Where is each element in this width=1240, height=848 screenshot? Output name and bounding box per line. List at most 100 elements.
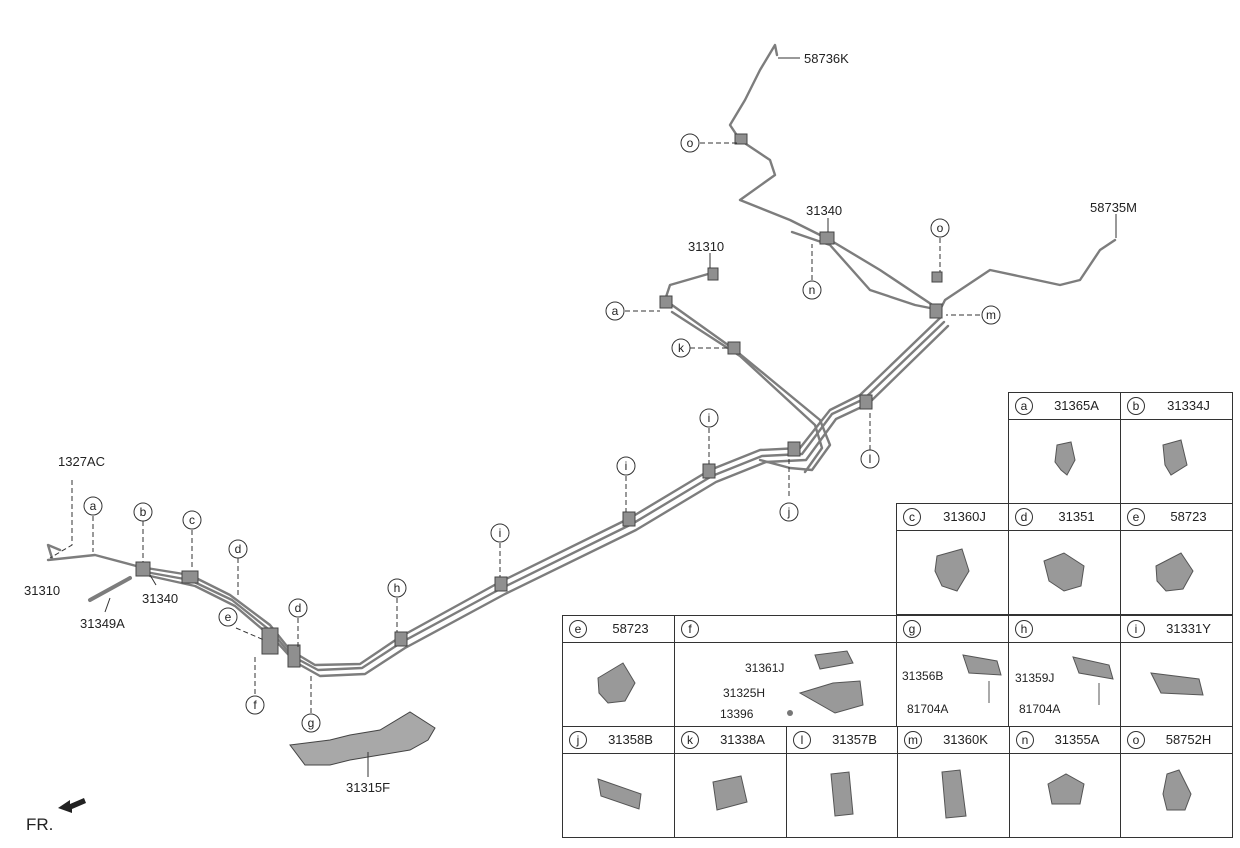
cell-header: g bbox=[897, 616, 1008, 643]
cell-part: 31360J bbox=[943, 509, 986, 524]
marker-d-2: d bbox=[295, 601, 302, 615]
clip-image bbox=[1121, 643, 1232, 726]
clip-image bbox=[563, 643, 674, 726]
cell-part: 31355A bbox=[1054, 732, 1100, 747]
cell-letter: f bbox=[681, 620, 699, 638]
marker-h: h bbox=[394, 581, 401, 595]
cell-letter: l bbox=[793, 731, 811, 749]
marker-c: c bbox=[189, 513, 195, 527]
clip-image bbox=[898, 754, 1009, 837]
cell-header: d 31351 bbox=[1009, 504, 1120, 531]
cell-letter: h bbox=[1015, 620, 1033, 638]
cell-part: 31331Y bbox=[1166, 621, 1211, 636]
callout-58736K: 58736K bbox=[804, 51, 849, 66]
pipe-clips bbox=[135, 133, 943, 668]
clip-assembly-image: 31359J 81704A bbox=[1009, 643, 1120, 726]
cell-part: 31365A bbox=[1054, 398, 1099, 413]
cell-header: c 31360J bbox=[897, 504, 1008, 531]
marker-i-2: i bbox=[625, 459, 628, 473]
cell-letter: m bbox=[904, 731, 922, 749]
marker-k: k bbox=[678, 341, 685, 355]
callout-31315F: 31315F bbox=[346, 780, 390, 795]
cell-letter: e bbox=[569, 620, 587, 638]
callout-31310-left: 31310 bbox=[24, 583, 60, 598]
marker-l: l bbox=[869, 452, 872, 466]
marker-o-2: o bbox=[937, 221, 944, 235]
markers bbox=[83, 133, 1001, 733]
leader-lines bbox=[49, 142, 980, 713]
heat-shield-31315F bbox=[289, 711, 436, 766]
clip-image bbox=[787, 754, 898, 837]
cell-part: 31357B bbox=[832, 732, 877, 747]
clip-image bbox=[1121, 420, 1232, 503]
marker-o-1: o bbox=[687, 136, 694, 150]
callout-31310-top: 31310 bbox=[688, 239, 724, 254]
cell-letter: b bbox=[1127, 397, 1145, 415]
cell-header: e 58723 bbox=[1121, 504, 1232, 531]
clip-image bbox=[1009, 531, 1120, 614]
marker-i-3: i bbox=[499, 526, 502, 540]
cell-part: 31334J bbox=[1167, 398, 1210, 413]
cell-letter: o bbox=[1127, 731, 1145, 749]
subpart-13396: 13396 bbox=[720, 707, 754, 721]
solid-leaders bbox=[104, 57, 1117, 777]
marker-j: j bbox=[787, 505, 791, 519]
marker-d-1: d bbox=[235, 542, 242, 556]
subpart-31359J: 31359J bbox=[1015, 671, 1055, 685]
cell-part: 31358B bbox=[608, 732, 653, 747]
subpart-81704A: 81704A bbox=[1019, 702, 1061, 716]
subpart-31361J: 31361J bbox=[745, 661, 785, 675]
cell-part: 31351 bbox=[1058, 509, 1095, 524]
cell-letter: d bbox=[1015, 508, 1033, 526]
cell-letter: e bbox=[1127, 508, 1145, 526]
cell-part: 31338A bbox=[720, 732, 765, 747]
clip-assembly-image: 31356B 81704A bbox=[897, 643, 1008, 726]
marker-e: e bbox=[225, 610, 232, 624]
cell-part: 31360K bbox=[943, 732, 988, 747]
cell-d: d 31351 bbox=[1008, 503, 1121, 615]
cell-part: 58723 bbox=[1170, 509, 1207, 524]
marker-letters: o o n m a k l i i i j h a b c d d e f g bbox=[90, 136, 996, 730]
cell-header: l 31357B bbox=[787, 727, 898, 754]
cell-l: l 31357B bbox=[786, 726, 899, 838]
front-label: FR. bbox=[26, 815, 53, 834]
clip-assembly-image: 31361J 31325H 13396 bbox=[675, 643, 896, 726]
cell-f: f 31361J 31325H 13396 bbox=[674, 615, 897, 727]
clip-image bbox=[563, 754, 674, 837]
marker-m: m bbox=[986, 308, 996, 322]
subpart-81704A: 81704A bbox=[907, 702, 949, 716]
cell-m: m 31360K bbox=[897, 726, 1010, 838]
cell-header: i 31331Y bbox=[1121, 616, 1232, 643]
cell-letter: i bbox=[1127, 620, 1145, 638]
cell-header: b 31334J bbox=[1121, 393, 1232, 420]
cell-letter: c bbox=[903, 508, 921, 526]
front-arrow-icon bbox=[58, 798, 86, 813]
cell-header: m 31360K bbox=[898, 727, 1009, 754]
brake-pipes bbox=[46, 43, 1117, 678]
cell-b: b 31334J bbox=[1120, 392, 1233, 504]
marker-i-1: i bbox=[708, 411, 711, 425]
callout-58735M: 58735M bbox=[1090, 200, 1137, 215]
callout-31340-left: 31340 bbox=[142, 591, 178, 606]
marker-g: g bbox=[308, 716, 315, 730]
cell-g: g 31356B 81704A bbox=[896, 615, 1009, 727]
marker-f: f bbox=[253, 698, 257, 712]
callout-31349A: 31349A bbox=[80, 616, 125, 631]
clip-image bbox=[675, 754, 786, 837]
cell-header: f bbox=[675, 616, 896, 643]
subpart-31325H: 31325H bbox=[723, 686, 766, 700]
cell-c: c 31360J bbox=[896, 503, 1009, 615]
cell-h: h 31359J 81704A bbox=[1008, 615, 1121, 727]
cell-letter: g bbox=[903, 620, 921, 638]
cell-e-1: e 58723 bbox=[1120, 503, 1233, 615]
